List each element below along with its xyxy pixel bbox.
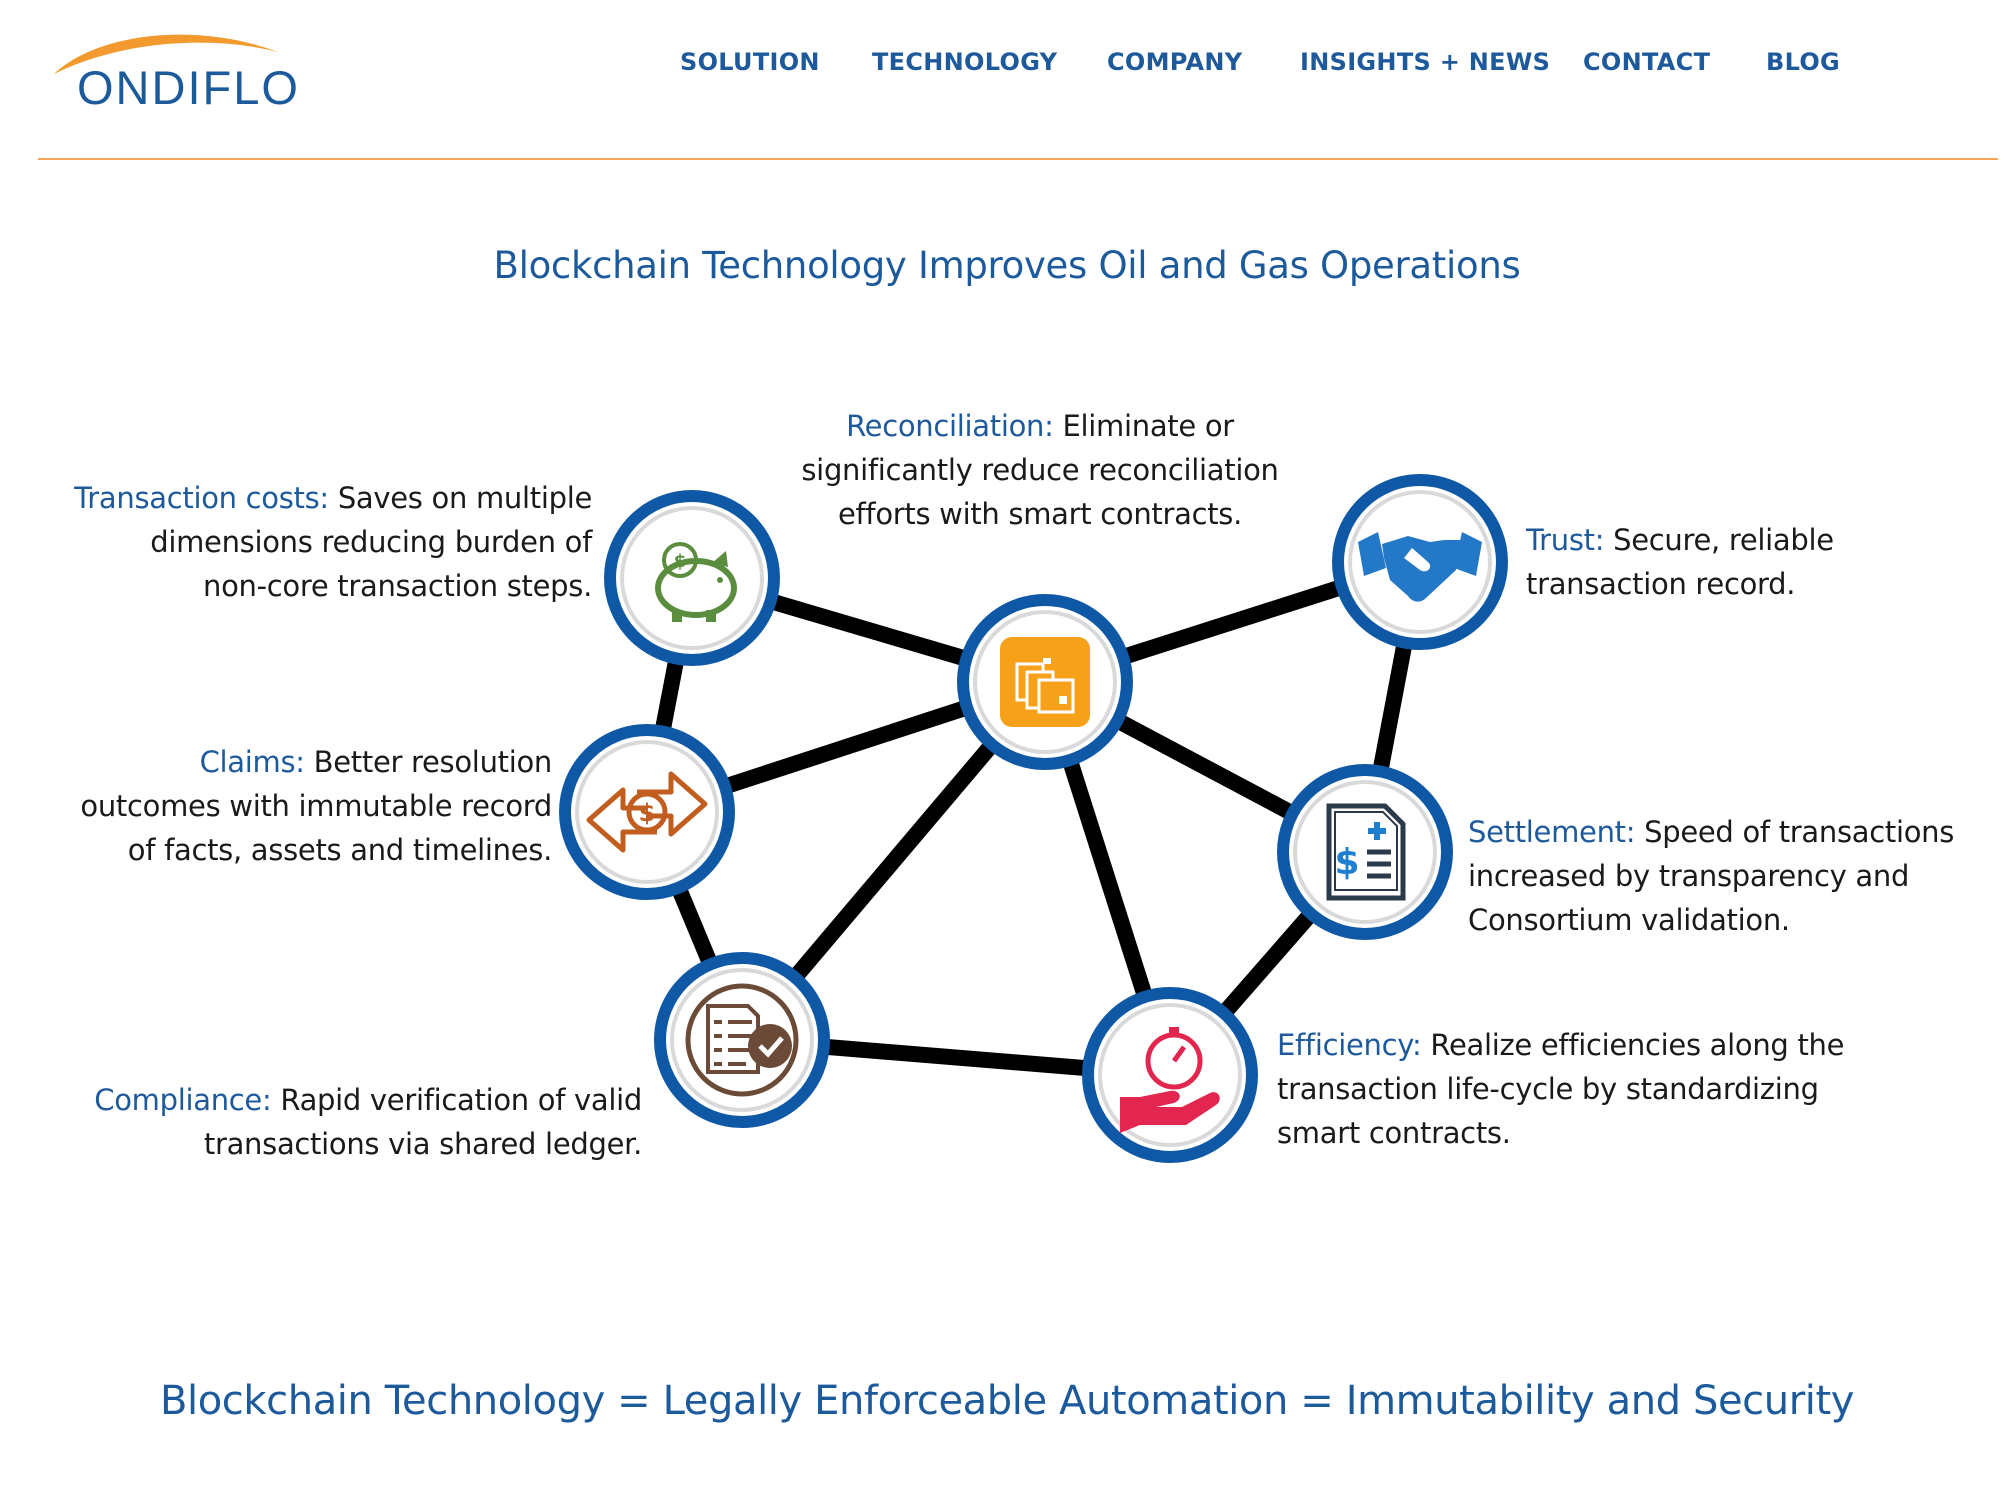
benefit-line: Better resolution bbox=[304, 745, 553, 779]
benefit-line: dimensions reducing burden of bbox=[150, 525, 592, 559]
benefit-line: Consortium validation. bbox=[1468, 903, 1790, 937]
checklist-icon bbox=[685, 983, 799, 1097]
smart-contract-icon bbox=[1000, 637, 1090, 727]
header-divider bbox=[38, 158, 1998, 160]
node-trust bbox=[1332, 474, 1508, 650]
benefit-line: Realize efficiencies along the bbox=[1421, 1028, 1845, 1062]
benefit-transaction-costs: Transaction costs: Saves on multiple dim… bbox=[40, 476, 592, 608]
page-headline: Blockchain Technology Improves Oil and G… bbox=[493, 244, 1521, 287]
benefit-line: increased by transparency and bbox=[1468, 859, 1910, 893]
benefit-line: transactions via shared ledger. bbox=[203, 1127, 642, 1161]
speed-hand-icon bbox=[1120, 1027, 1220, 1133]
svg-text:$: $ bbox=[674, 551, 687, 572]
benefit-line: Speed of transactions bbox=[1635, 815, 1955, 849]
benefit-trust: Trust: Secure, reliable transaction reco… bbox=[1526, 518, 1926, 606]
handshake-icon bbox=[1358, 532, 1482, 602]
benefit-term: Compliance: bbox=[94, 1083, 272, 1117]
benefit-line: Eliminate or bbox=[1053, 409, 1234, 443]
benefit-line: Secure, reliable bbox=[1604, 523, 1834, 557]
brand-logo[interactable]: ONDIFLO bbox=[48, 22, 308, 114]
benefit-term: Claims: bbox=[199, 745, 305, 779]
node-efficiency bbox=[1082, 987, 1258, 1163]
svg-text:$: $ bbox=[639, 799, 656, 827]
benefit-line: transaction life-cycle by standardizing bbox=[1277, 1072, 1819, 1106]
invoice-icon: $ bbox=[1326, 803, 1406, 901]
benefit-term: Efficiency: bbox=[1277, 1028, 1422, 1062]
logo-arc-icon bbox=[54, 34, 278, 74]
benefit-reconciliation: Reconciliation: Eliminate or significant… bbox=[790, 404, 1290, 536]
benefit-settlement: Settlement: Speed of transactions increa… bbox=[1468, 810, 1998, 942]
nav-item-technology[interactable]: TECHNOLOGY bbox=[872, 48, 1058, 76]
nav-item-contact[interactable]: CONTACT bbox=[1583, 48, 1711, 76]
benefit-line: non-core transaction steps. bbox=[203, 569, 592, 603]
logo-text: ONDIFLO bbox=[77, 61, 300, 114]
benefit-efficiency: Efficiency: Realize efficiencies along t… bbox=[1277, 1023, 1897, 1155]
nav-item-insights-news[interactable]: INSIGHTS + NEWS bbox=[1300, 48, 1551, 76]
footer-headline: Blockchain Technology = Legally Enforcea… bbox=[159, 1378, 1855, 1424]
node-transaction-costs: $ bbox=[604, 490, 780, 666]
benefit-line: efforts with smart contracts. bbox=[837, 497, 1243, 531]
benefit-line: significantly reduce reconciliation bbox=[801, 453, 1279, 487]
nav-item-solution[interactable]: SOLUTION bbox=[680, 48, 820, 76]
svg-text:$: $ bbox=[1334, 842, 1359, 883]
node-compliance bbox=[654, 952, 830, 1128]
benefit-line: smart contracts. bbox=[1277, 1116, 1511, 1150]
benefit-term: Settlement: bbox=[1468, 815, 1636, 849]
benefit-line: of facts, assets and timelines. bbox=[127, 833, 553, 867]
node-claims: $ bbox=[559, 724, 735, 900]
benefit-term: Trust: bbox=[1526, 523, 1605, 557]
piggy-bank-icon: $ bbox=[655, 542, 737, 622]
benefit-claims: Claims: Better resolution outcomes with … bbox=[40, 740, 552, 872]
benefit-line: Saves on multiple bbox=[328, 481, 592, 515]
nav-item-blog[interactable]: BLOG bbox=[1766, 48, 1841, 76]
dollar-exchange-icon: $ bbox=[586, 771, 708, 853]
benefit-term: Transaction costs: bbox=[74, 481, 329, 515]
benefit-term: Reconciliation: bbox=[846, 409, 1054, 443]
benefit-line: outcomes with immutable record bbox=[80, 789, 552, 823]
benefit-line: transaction record. bbox=[1526, 567, 1796, 601]
node-reconciliation bbox=[957, 594, 1133, 770]
benefit-line: Rapid verification of valid bbox=[271, 1083, 642, 1117]
node-settlement: $ bbox=[1277, 764, 1453, 940]
benefit-compliance: Compliance: Rapid verification of valid … bbox=[40, 1078, 642, 1166]
nav-item-company[interactable]: COMPANY bbox=[1107, 48, 1243, 76]
